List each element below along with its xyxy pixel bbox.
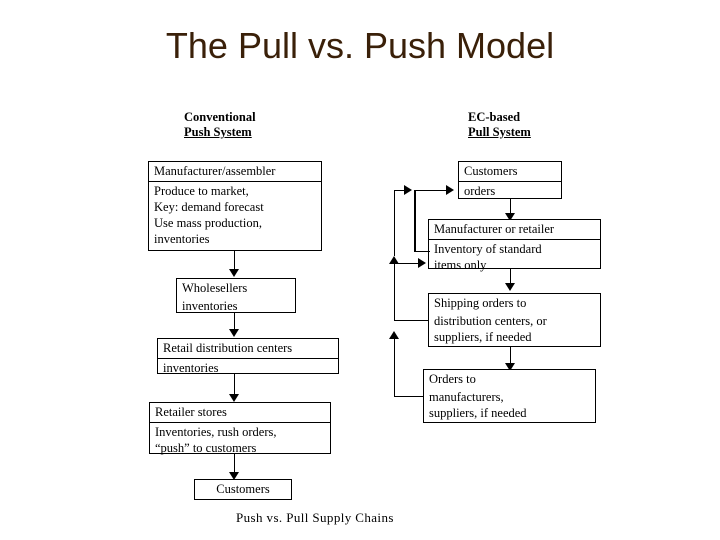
- connector-push-3: [234, 374, 235, 396]
- box-retail-distribution-centers-body: inventories: [163, 361, 219, 375]
- column-heading-push-line2: Push System: [184, 125, 252, 139]
- connector-pull-3: [510, 347, 511, 365]
- box-manufacturer-or-retailer: Manufacturer or retailer Inventory of st…: [428, 219, 601, 272]
- feedback-h-orders: [394, 396, 424, 397]
- box-manufacturer-assembler: Manufacturer/assembler Produce to market…: [148, 161, 322, 251]
- box-shipping-orders-header: Shipping orders to: [434, 296, 527, 310]
- box-orders-to-manufacturers-header: Orders to: [429, 372, 476, 386]
- page-title: The Pull vs. Push Model: [165, 25, 555, 66]
- arrow-right-to-manufacturer: [418, 258, 426, 268]
- box-customers-push: Customers: [194, 479, 292, 500]
- arrow-down-push-4: [229, 472, 239, 480]
- box-customers-orders-header: Customers: [459, 162, 561, 182]
- connector-push-1: [234, 251, 235, 271]
- feedback-spine-lower: [394, 338, 395, 396]
- connector-push-4: [234, 454, 235, 474]
- arrow-down-push-3: [229, 394, 239, 402]
- box-manufacturer-assembler-body: Produce to market, Key: demand forecast …: [154, 184, 264, 246]
- connector-pull-1: [510, 199, 511, 215]
- box-retailer-stores: Retailer stores Inventories, rush orders…: [149, 402, 331, 455]
- feedback-h-drop-stub: [414, 251, 430, 252]
- feedback-spine-top: [394, 190, 395, 256]
- box-shipping-orders-body: distribution centers, or suppliers, if n…: [434, 314, 547, 344]
- box-retailer-stores-header: Retailer stores: [150, 403, 330, 423]
- arrow-down-pull-1: [505, 213, 515, 221]
- box-orders-to-manufacturers: Orders to manufacturers, suppliers, if n…: [423, 369, 596, 423]
- box-manufacturer-or-retailer-header: Manufacturer or retailer: [429, 220, 600, 240]
- box-orders-to-manufacturers-body: manufacturers, suppliers, if needed: [429, 390, 527, 420]
- box-manufacturer-or-retailer-body: Inventory of standard items only: [434, 242, 542, 272]
- column-heading-pull: EC-based Pull System: [468, 110, 531, 140]
- arrow-right-top-rail: [404, 185, 412, 195]
- box-retail-distribution-centers-header: Retail distribution centers: [158, 339, 338, 359]
- box-manufacturer-assembler-header: Manufacturer/assembler: [149, 162, 321, 182]
- connector-push-2: [234, 313, 235, 331]
- connector-pull-2: [510, 269, 511, 285]
- arrow-up-feedback-upper: [389, 256, 399, 264]
- column-heading-push: Conventional Push System: [184, 110, 256, 140]
- box-customers-orders: Customers orders: [458, 161, 562, 199]
- arrow-down-pull-3: [505, 363, 515, 371]
- feedback-h-to-manufacturer: [394, 263, 422, 264]
- feedback-h-shipping: [394, 320, 429, 321]
- box-customers-push-header: Customers: [216, 482, 270, 496]
- arrow-down-push-1: [229, 269, 239, 277]
- feedback-drop-vertical: [414, 190, 416, 252]
- arrow-right-to-customers: [446, 185, 454, 195]
- arrow-up-feedback-lower: [389, 331, 399, 339]
- box-shipping-orders: Shipping orders to distribution centers,…: [428, 293, 601, 347]
- box-retailer-stores-body: Inventories, rush orders, “push” to cust…: [155, 425, 277, 455]
- column-heading-push-line1: Conventional: [184, 110, 256, 124]
- diagram-caption: Push vs. Pull Supply Chains: [236, 510, 394, 525]
- feedback-h-top-rail: [394, 190, 406, 191]
- feedback-spine-upper: [394, 263, 395, 320]
- box-wholesellers: Wholesellers inventories: [176, 278, 296, 313]
- column-heading-pull-line2: Pull System: [468, 125, 531, 139]
- box-retail-distribution-centers: Retail distribution centers inventories: [157, 338, 339, 375]
- column-heading-pull-line1: EC-based: [468, 110, 521, 124]
- box-wholesellers-header: Wholesellers: [182, 281, 248, 295]
- box-customers-orders-body: orders: [464, 184, 496, 198]
- arrow-down-pull-2: [505, 283, 515, 291]
- box-wholesellers-body: inventories: [182, 299, 238, 313]
- feedback-h-to-customers: [414, 190, 448, 191]
- arrow-down-push-2: [229, 329, 239, 337]
